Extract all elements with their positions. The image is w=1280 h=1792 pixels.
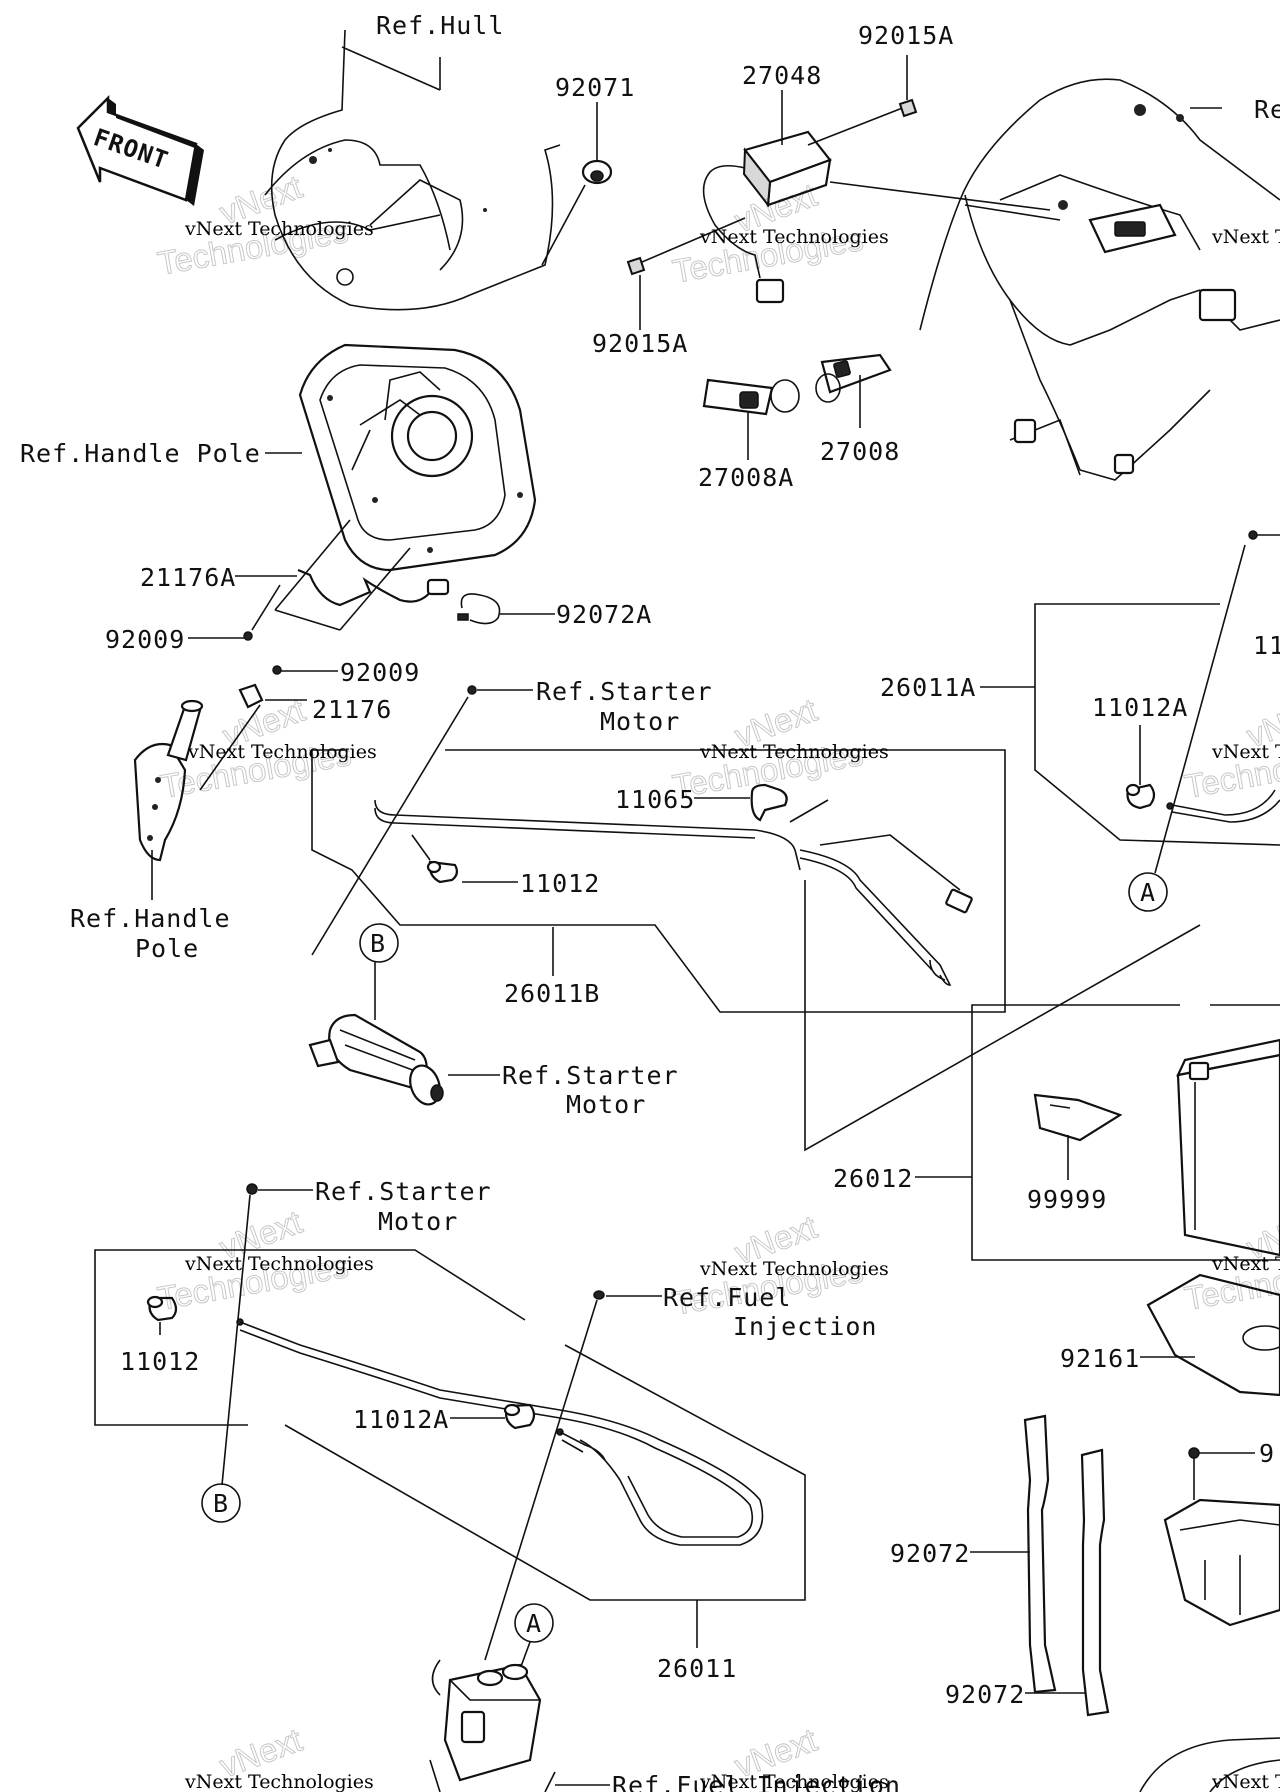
- grease-99999: 99999: [1027, 1093, 1123, 1214]
- screw-92009-b: 92009: [272, 658, 420, 687]
- part-9-cut-label: 9: [1259, 1439, 1275, 1468]
- part-21176A-label: 21176A: [140, 563, 236, 592]
- ref-starter-motor-3a-label: Ref.Starter: [315, 1177, 492, 1206]
- harness-26011: Ref.Starter Motor B 11012 11012A Ref.Fue…: [94, 1177, 877, 1683]
- watermark-9: vNext vNext Technologies: [184, 1720, 374, 1792]
- part-92009-b-label: 92009: [340, 658, 420, 687]
- strap-92072-a: 92072: [890, 1414, 1057, 1694]
- ref-hull-label: Ref.Hull: [376, 11, 504, 40]
- part-92015A-bottom-label: 92015A: [592, 329, 688, 358]
- svg-text:vNext Technologies: vNext Technologies: [1211, 1771, 1280, 1792]
- watermark-10: vNext vNext Technologies: [699, 1720, 889, 1792]
- part-92161-label: 92161: [1060, 1344, 1140, 1373]
- callout-b-bottom: B: [213, 1489, 229, 1518]
- ref-starter-motor-1a-label: Ref.Starter: [536, 677, 713, 706]
- svg-text:vNext Technologies: vNext Technologies: [699, 1771, 889, 1792]
- part-92072-b-label: 92072: [945, 1680, 1025, 1709]
- battery-kit-26012: 26012: [804, 880, 1280, 1261]
- svg-text:vNext Technologies: vNext Technologies: [1211, 741, 1280, 763]
- switch-21176A: 21176A: [140, 519, 450, 631]
- watermark-2: vNext vNext Technologies Technologies: [669, 175, 889, 290]
- watermark-11: vNext Technologies: [1211, 1771, 1280, 1792]
- part-11012A-right-label: 11012A: [1092, 693, 1188, 722]
- strap-92072-b: 92072: [945, 1448, 1110, 1717]
- ref-starter-motor-1b-label: Motor: [600, 707, 680, 736]
- part-27008A-label: 27008A: [698, 463, 794, 492]
- part-11012A-left-label: 11012A: [353, 1405, 449, 1434]
- svg-text:vNext Technologies: vNext Technologies: [187, 741, 377, 763]
- cap-11065: 11065: [615, 783, 829, 823]
- svg-text:vNext Technologies: vNext Technologies: [184, 1771, 374, 1792]
- part-11012-b-label: 11012: [120, 1347, 200, 1376]
- key-27008A: 27008A: [698, 378, 800, 492]
- ref-re-label: Re: [1254, 95, 1280, 124]
- ref-starter-motor-2a-label: Ref.Starter: [502, 1061, 679, 1090]
- harness-26011A: 26011A 11 11012A A: [880, 530, 1280, 912]
- key-27008: 27008: [815, 353, 900, 466]
- ref-starter-motor-3b-label: Motor: [378, 1207, 458, 1236]
- handle-pole-plate: Ref.Handle Pole: [20, 343, 537, 572]
- ref-fuel-injection-1a-label: Ref.Fuel: [663, 1283, 791, 1312]
- handle-pole-arm: Ref.Handle Pole: [70, 699, 231, 963]
- watermark-12: vNext Technologies: [1211, 226, 1280, 248]
- part-26011-label: 26011: [657, 1654, 737, 1683]
- part-26011B-label: 26011B: [504, 979, 600, 1008]
- part-26011A-label: 26011A: [880, 673, 976, 702]
- ref-handle-pole-2b-label: Pole: [135, 934, 199, 963]
- callout-a-right: A: [1140, 878, 1156, 907]
- screw-ref-starter-1: Ref.Starter Motor: [311, 677, 713, 956]
- svg-text:vNext Technologies: vNext Technologies: [1211, 226, 1280, 248]
- part-92072-a-label: 92072: [890, 1539, 970, 1568]
- watermark-4: vNext vNext Technologies Technologies: [669, 690, 889, 805]
- clip-92015A-top: 92015A: [858, 21, 954, 118]
- watermark-5: vNext vNext Technologies Technologies: [1181, 690, 1280, 805]
- part-11012-a-label: 11012: [520, 869, 600, 898]
- clip-92015A-bottom: 92015A: [592, 256, 688, 358]
- part-92072A-label: 92072A: [556, 600, 652, 629]
- watermark-6: vNext vNext Technologies Technologies: [154, 1202, 374, 1317]
- hull-panel: Ref.Hull: [264, 11, 586, 311]
- callout-a-bottom: A: [526, 1609, 542, 1638]
- ref-fuel-injection-1b-label: Injection: [733, 1312, 877, 1341]
- part-27048-label: 27048: [742, 61, 822, 90]
- module-27048: 27048: [634, 61, 906, 304]
- harness-26011B: 26011B B: [311, 749, 1006, 1013]
- watermark-group: vNext vNext Technologies Technologies vN…: [154, 167, 1280, 1792]
- part-11-cut-label: 11: [1253, 631, 1280, 660]
- cap-11012-a: 11012: [411, 834, 600, 898]
- svg-text:vNext Technologies: vNext Technologies: [699, 226, 889, 248]
- ref-starter-motor-2b-label: Motor: [566, 1090, 646, 1119]
- starter-motor: Ref.Starter Motor: [308, 962, 679, 1119]
- part-92071-label: 92071: [555, 73, 635, 102]
- part-99999-label: 99999: [1027, 1185, 1107, 1214]
- svg-text:vNext Technologies: vNext Technologies: [1211, 1253, 1280, 1275]
- svg-text:vNext Technologies: vNext Technologies: [699, 1258, 889, 1280]
- grommet-92071: 92071: [555, 73, 635, 185]
- body-panel-ref: Re: [829, 78, 1280, 481]
- screw-92009-a: 92009: [105, 584, 281, 654]
- hull-bottom-right: [1139, 1737, 1280, 1792]
- bracket-21176: 21176: [199, 683, 392, 791]
- svg-text:vNext Technologies: vNext Technologies: [184, 218, 374, 240]
- battery-tray: 9: [1163, 1439, 1280, 1627]
- part-11065-label: 11065: [615, 785, 695, 814]
- pad-92161: 92161: [1060, 1273, 1280, 1397]
- ref-handle-pole-top-label: Ref.Handle Pole: [20, 439, 261, 468]
- ref-fuel-injection-2-label: Ref.Fuel Injection: [612, 1771, 901, 1792]
- part-26012-label: 26012: [833, 1164, 913, 1193]
- part-92015A-top-label: 92015A: [858, 21, 954, 50]
- front-arrow-icon: FRONT: [76, 94, 204, 206]
- solenoid-block: Ref.Fuel Injection: [429, 1659, 901, 1792]
- part-92009-a-label: 92009: [105, 625, 185, 654]
- svg-text:vNext Technologies: vNext Technologies: [184, 1253, 374, 1275]
- part-27008-label: 27008: [820, 437, 900, 466]
- callout-b-top: B: [370, 929, 386, 958]
- svg-text:vNext Technologies: vNext Technologies: [699, 741, 889, 763]
- band-92072A: 92072A: [457, 593, 652, 629]
- ref-handle-pole-2a-label: Ref.Handle: [70, 904, 231, 933]
- part-21176-label: 21176: [312, 695, 392, 724]
- hull-bottom-right-2: [1209, 1759, 1280, 1792]
